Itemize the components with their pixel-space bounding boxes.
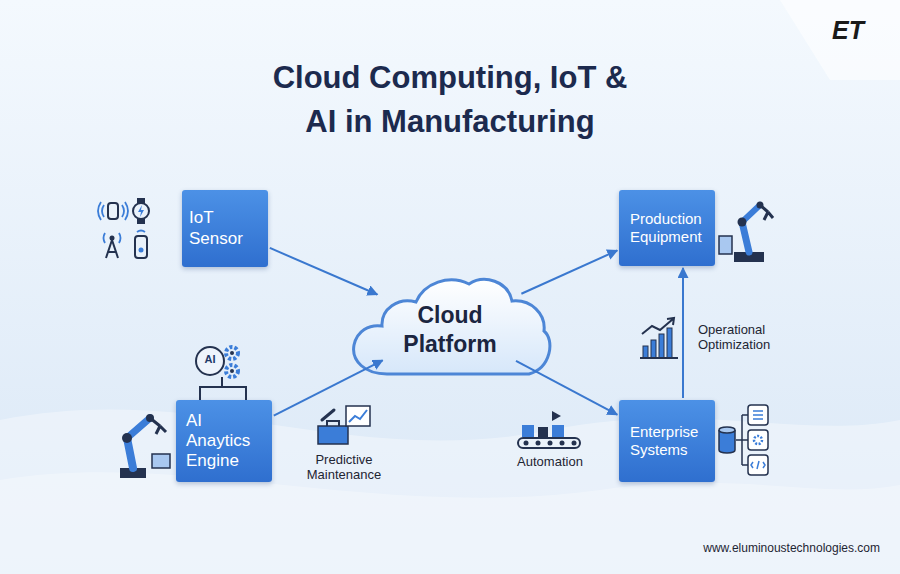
enterprise-icons-part bbox=[753, 411, 763, 419]
iot-icons-part bbox=[138, 205, 144, 217]
robot-arm-icon-part bbox=[122, 433, 132, 443]
node-text: AI Anaytics Engine bbox=[186, 411, 264, 471]
robot-arm-icon-part bbox=[152, 454, 170, 468]
flow-arrow bbox=[274, 360, 383, 415]
ai-gear-icon-part bbox=[226, 365, 238, 377]
edge-label: Operational Optimization bbox=[698, 322, 788, 352]
conveyor-icon-part bbox=[552, 425, 564, 437]
iot-icons-part bbox=[98, 202, 128, 220]
cloud-outline bbox=[354, 279, 550, 374]
robot-arm-icon bbox=[120, 414, 170, 478]
node-text: Production Equipment bbox=[630, 210, 707, 245]
enterprise-icons-part bbox=[736, 415, 748, 465]
toolbox-icon-part bbox=[349, 410, 367, 422]
node-text: IoT Sensor bbox=[189, 208, 262, 248]
iot-icons-part bbox=[137, 231, 145, 233]
background-wave bbox=[0, 472, 900, 574]
website-url: www.eluminoustechnologies.com bbox=[630, 541, 880, 555]
ai-gear-icon bbox=[196, 347, 246, 400]
logo-panel bbox=[780, 0, 900, 80]
conveyor-icon-part bbox=[572, 441, 577, 446]
conveyor-icon-part bbox=[524, 441, 529, 446]
toolbox-icon-part bbox=[346, 406, 370, 426]
logo-text: ET bbox=[832, 16, 882, 45]
ai-gear-icon-part bbox=[230, 369, 234, 373]
growth-chart-icon-part bbox=[643, 346, 648, 358]
growth-chart-icon-part bbox=[642, 318, 674, 334]
robot-arm-icon-part bbox=[719, 236, 732, 254]
iot-icons-part bbox=[104, 233, 121, 243]
iot-icons-part bbox=[110, 236, 115, 241]
conveyor-icon-part bbox=[522, 425, 534, 437]
toolbox-icon-part bbox=[318, 426, 348, 444]
cloud-shape: Cloud Platform bbox=[345, 268, 555, 384]
diagram-title: Cloud Computing, IoT & AI in Manufacturi… bbox=[262, 56, 638, 144]
icon-label: AI bbox=[196, 353, 224, 365]
conveyor-icon-part bbox=[538, 427, 548, 437]
process-box: AI Anaytics Engine bbox=[176, 400, 272, 482]
flow-arrow bbox=[682, 268, 684, 398]
conveyor-icon-part bbox=[560, 441, 565, 446]
ai-gear-icon-part bbox=[200, 377, 246, 400]
enterprise-icons-part bbox=[748, 405, 768, 425]
process-box: Production Equipment bbox=[619, 190, 715, 266]
conveyor-icon-part bbox=[548, 441, 553, 446]
edge-label: Predictive Maintenance bbox=[294, 452, 394, 482]
growth-chart-icon-part bbox=[651, 340, 656, 358]
robot-arm-icon-part bbox=[150, 418, 166, 434]
iot-icons bbox=[98, 198, 149, 258]
conveyor-icon-part bbox=[536, 441, 541, 446]
growth-chart-icon bbox=[640, 318, 678, 358]
conveyor-icon bbox=[518, 411, 580, 448]
enterprise-icons-part bbox=[719, 427, 735, 433]
enterprise-icons-part bbox=[751, 461, 765, 469]
enterprise-icons bbox=[719, 405, 768, 475]
iot-icons-part bbox=[137, 198, 145, 203]
flow-arrow bbox=[270, 248, 377, 295]
iot-icons-part bbox=[137, 219, 145, 224]
conveyor-icon-part bbox=[518, 438, 580, 448]
ai-gear-icon-part bbox=[230, 351, 234, 355]
conveyor-icon-part bbox=[552, 411, 561, 421]
robot-arm-icon-part bbox=[738, 218, 747, 227]
node-text: Enterprise Systems bbox=[630, 423, 707, 458]
robot-arm-icon bbox=[719, 202, 773, 263]
ai-gear-icon-part bbox=[196, 347, 224, 375]
flow-arrow bbox=[521, 251, 617, 294]
growth-chart-icon-part bbox=[640, 357, 678, 359]
enterprise-icons-part bbox=[748, 430, 768, 450]
iot-icons-part bbox=[106, 240, 118, 258]
node-text: Cloud Platform bbox=[390, 301, 510, 359]
enterprise-icons-part bbox=[748, 455, 768, 475]
iot-icons-part bbox=[108, 203, 118, 219]
background-wave bbox=[0, 409, 900, 574]
toolbox-icon-part bbox=[322, 410, 334, 420]
flow-arrow bbox=[516, 361, 617, 415]
growth-chart-icon-part bbox=[667, 328, 672, 358]
robot-arm-icon-part bbox=[760, 205, 773, 220]
process-box: IoT Sensor bbox=[182, 190, 268, 267]
edge-label: Automation bbox=[500, 454, 600, 469]
robot-arm-icon-part bbox=[742, 222, 749, 252]
process-box: Enterprise Systems bbox=[619, 400, 715, 482]
iot-icons-part bbox=[135, 236, 147, 258]
ai-gear-icon-part bbox=[226, 347, 238, 359]
toolbox-icon-part bbox=[327, 421, 339, 426]
iot-icons-part bbox=[139, 248, 144, 253]
growth-chart-icon-part bbox=[659, 334, 664, 358]
enterprise-icons-part bbox=[754, 436, 762, 444]
iot-icons-part bbox=[133, 203, 149, 219]
toolbox-icon bbox=[318, 406, 370, 444]
